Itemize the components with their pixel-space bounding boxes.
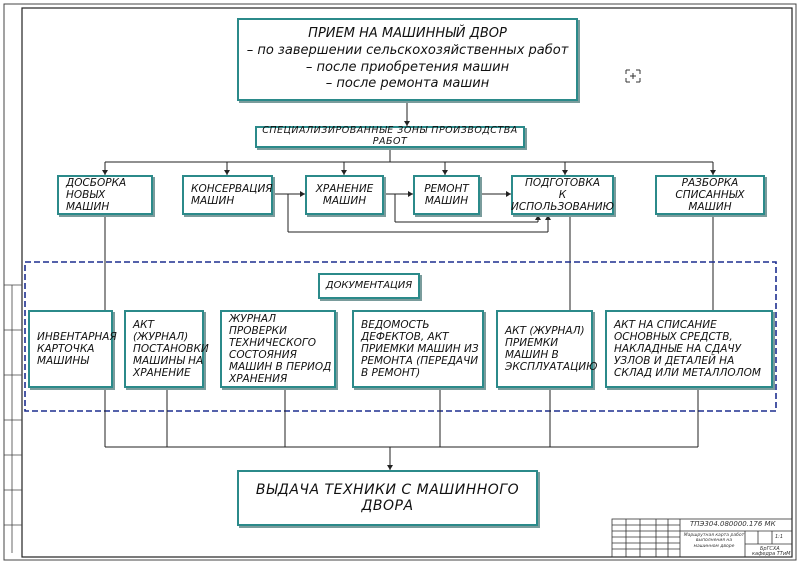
organization-line2: кафедра ТТиМ <box>752 551 791 557</box>
zone-storage-line1: ХРАНЕНИЕ <box>315 182 374 195</box>
zone-conservation-line1: КОНСЕРВАЦИЯ <box>191 182 273 195</box>
intake-condition-2: – после приобретения машин <box>305 59 510 75</box>
doc-storage-log: ЖУРНАЛ ПРОВЕРКИ ТЕХНИЧЕСКОГО СОСТОЯНИЯ М… <box>220 310 336 388</box>
drawing-designation: ТПЭ304.080000.176 МК <box>690 520 776 528</box>
zone-conservation-line2: МАШИН <box>191 195 235 207</box>
drawing-description: Маршрутная карта работ выполнения на маш… <box>683 533 745 549</box>
inner-frame <box>21 7 793 558</box>
zone-repair-line1: РЕМОНТ <box>424 182 469 195</box>
zone-disassembly-line1: РАЗБОРКА <box>681 176 739 189</box>
zone-disassembly-line2: СПИСАННЫХ МАШИН <box>675 188 745 214</box>
zone-repair-line2: МАШИН <box>424 195 469 207</box>
intake-title: ПРИЕМ НА МАШИННЫЙ ДВОР <box>308 25 507 41</box>
doc-inventory-card: ИНВЕНТАРНАЯ КАРТОЧКА МАШИНЫ <box>28 310 117 388</box>
crosshair-icon <box>625 69 641 83</box>
zone-assembly-line1: ДОСБОРКА НОВЫХ <box>66 176 127 201</box>
zone-preparation-line1: ПОДГОТОВКА <box>525 176 600 189</box>
documentation-header: ДОКУМЕНТАЦИЯ <box>318 273 420 299</box>
organization-line1: БрГСХА <box>760 546 780 552</box>
doc-defect-statement: ВЕДОМОСТЬ ДЕФЕКТОВ, АКТ ПРИЕМКИ МАШИН ИЗ… <box>352 310 484 388</box>
zone-preparation-line2: К ИСПОЛЬЗОВАНИЮ <box>511 188 614 214</box>
title-block <box>611 518 793 558</box>
release-box: ВЫДАЧА ТЕХНИКИ С МАШИННОГО ДВОРА <box>237 470 538 526</box>
drawing-scale: 1:1 <box>775 534 784 540</box>
zone-storage-line2: МАШИН <box>322 195 367 207</box>
zone-assembly-line2: МАШИН <box>66 201 110 214</box>
intake-condition-3: – после ремонта машин <box>325 76 490 92</box>
doc-acceptance-act: АКТ (ЖУРНАЛ) ПРИЕМКИ МАШИН В ЭКСПЛУАТАЦИ… <box>496 310 597 388</box>
doc-storage-act: АКТ (ЖУРНАЛ) ПОСТАНОВКИ МАШИНЫ НА ХРАНЕН… <box>124 310 209 388</box>
outer-frame <box>3 3 797 561</box>
zones-header: СПЕЦИАЛИЗИРОВАННЫЕ ЗОНЫ ПРОИЗВОДСТВА РАБ… <box>255 125 525 148</box>
intake-box: ПРИЕМ НА МАШИННЫЙ ДВОР – по завершении с… <box>237 18 578 101</box>
doc-write-off-act: АКТ НА СПИСАНИЕ ОСНОВНЫХ СРЕДСТВ, НАКЛАД… <box>605 310 773 388</box>
intake-condition-1: – по завершении сельскохозяйственных раб… <box>246 42 569 58</box>
